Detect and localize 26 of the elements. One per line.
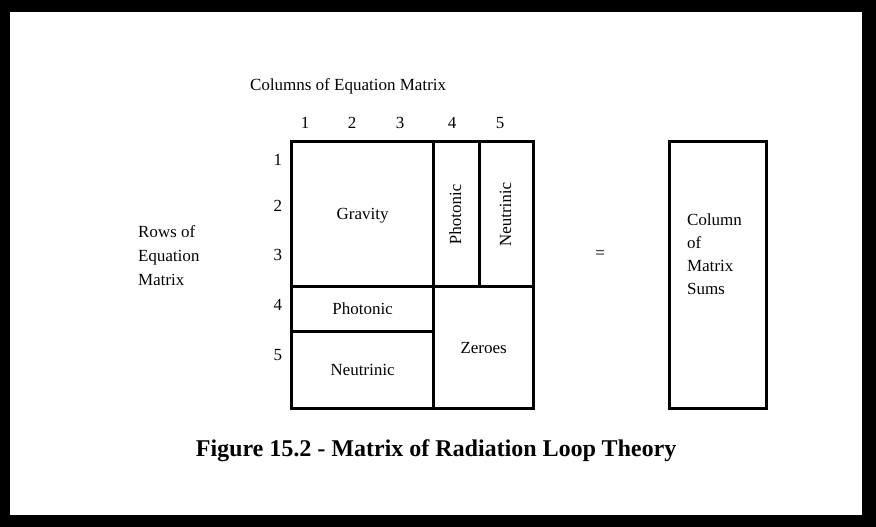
cell-label: Column of Matrix Sums [687, 209, 743, 300]
index-number: 4 [274, 295, 282, 316]
index-number: 2 [348, 113, 356, 134]
cell-label: Neutrinic [496, 182, 516, 246]
figure-caption: Figure 15.2 - Matrix of Radiation Loop Theory [194, 436, 678, 463]
index-number: 1 [300, 113, 310, 134]
matrix-cell [290, 140, 435, 288]
result-box [668, 140, 768, 410]
index-number: 3 [396, 113, 404, 134]
cell-label: Gravity [336, 204, 388, 224]
axis-title: Columns of Equation Matrix [250, 75, 446, 96]
index-number: 5 [274, 345, 282, 366]
index-number: 1 [274, 150, 282, 170]
matrix-cell [290, 330, 435, 410]
cell-label: Zeroes [460, 338, 507, 358]
index-number: 2 [274, 196, 282, 216]
index-number: 4 [448, 113, 456, 134]
index-number: 5 [496, 113, 504, 134]
cell-label: Neutrinic [330, 360, 395, 380]
cell-label: Photonic [446, 184, 466, 244]
index-number: 3 [274, 245, 282, 266]
matrix-cell [432, 285, 535, 410]
axis-title: Rows of Equation Matrix [138, 221, 200, 291]
cell-label: Photonic [332, 299, 393, 319]
matrix-cell [478, 140, 535, 288]
equals-sign: = [595, 243, 605, 264]
